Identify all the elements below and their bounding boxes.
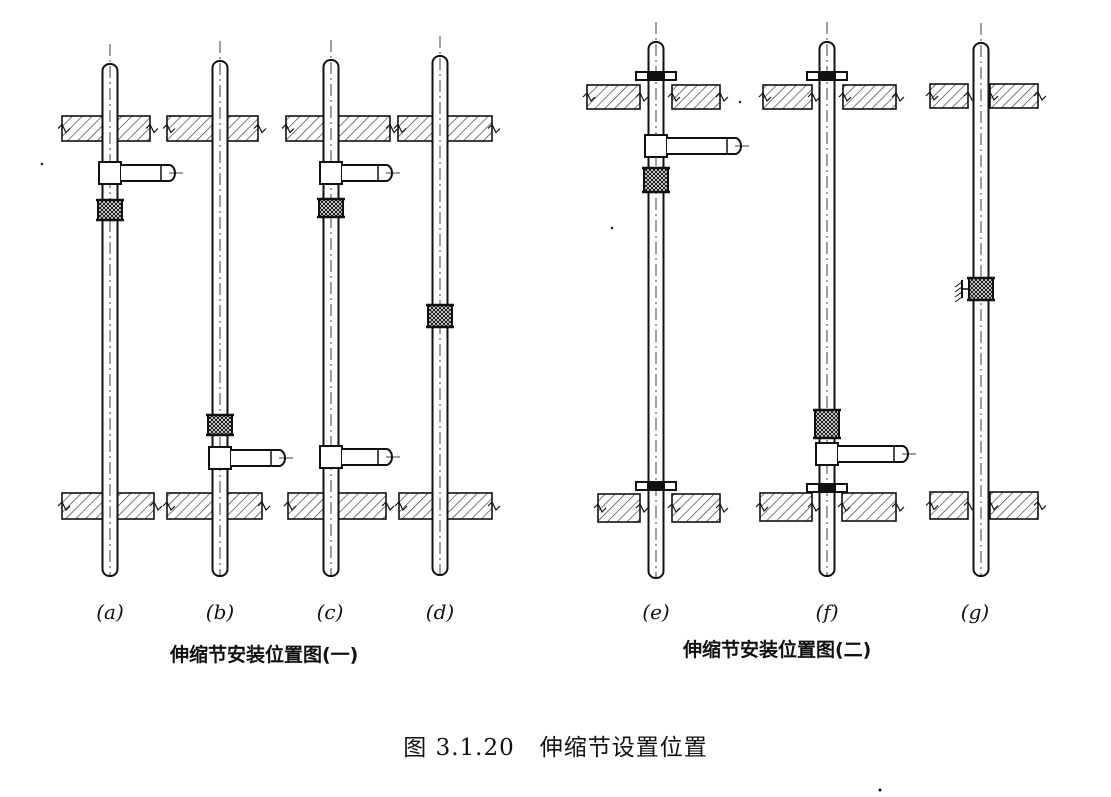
lower-floor-slab-g-left — [925, 491, 977, 520]
lower-floor-slab-e-left — [593, 493, 649, 523]
upper-floor-slab-f-right — [838, 84, 905, 110]
tee-branch-c-lower — [319, 445, 400, 469]
panel-label-d: (d) — [425, 600, 455, 624]
lower-floor-slab-f-left — [755, 492, 821, 522]
pipe-e — [647, 22, 665, 579]
tee-branch-f — [815, 442, 916, 466]
upper-floor-slab-g-left — [925, 83, 977, 109]
expansion-joint-g — [967, 276, 995, 302]
expansion-joint-e — [642, 166, 670, 194]
pipe-b — [211, 41, 229, 577]
expansion-joint-b — [206, 413, 234, 437]
floor-collar-e-top — [635, 71, 677, 81]
pipe-c — [322, 40, 340, 577]
speck — [610, 226, 614, 230]
floor-collar-f-top — [806, 71, 848, 81]
tee-branch-c — [319, 161, 400, 185]
lower-floor-slab-g-right — [985, 491, 1047, 520]
caption-group-1: 伸缩节安装位置图(一) — [170, 644, 359, 666]
pipe-g — [972, 23, 990, 577]
upper-floor-slab-f-left — [758, 84, 821, 110]
speck — [738, 100, 742, 104]
speck — [40, 162, 44, 166]
figure-title: 图 3.1.20 伸缩节设置位置 — [403, 735, 708, 761]
floor-collar-e-bottom — [635, 481, 677, 491]
speck — [878, 788, 882, 792]
upper-floor-slab-c — [281, 115, 399, 142]
wall-anchor-g — [954, 280, 969, 303]
caption-group-2: 伸缩节安装位置图(二) — [683, 639, 872, 661]
expansion-joint-d — [426, 303, 454, 329]
panel-label-e: (e) — [642, 600, 670, 624]
lower-floor-slab-f-right — [837, 492, 905, 522]
panel-label-g: (g) — [960, 600, 990, 624]
panel-label-c: (c) — [316, 600, 344, 624]
upper-floor-slab-g-right — [985, 83, 1047, 109]
expansion-joint-c — [317, 197, 345, 219]
expansion-joint-f — [813, 408, 841, 440]
upper-floor-slab-e-left — [582, 84, 649, 110]
lower-floor-slab-e-right — [667, 493, 729, 523]
pipe-a — [101, 44, 119, 577]
tee-branch-b — [208, 446, 293, 470]
floor-collar-f-bottom — [806, 483, 848, 493]
tee-branch-e — [644, 134, 749, 158]
panel-label-b: (b) — [205, 600, 235, 624]
tee-branch-a — [98, 161, 183, 185]
expansion-joint-a — [96, 198, 124, 222]
panel-label-f: (f) — [815, 600, 839, 624]
panel-label-a: (a) — [96, 600, 124, 624]
upper-floor-slab-e-right — [667, 84, 729, 110]
